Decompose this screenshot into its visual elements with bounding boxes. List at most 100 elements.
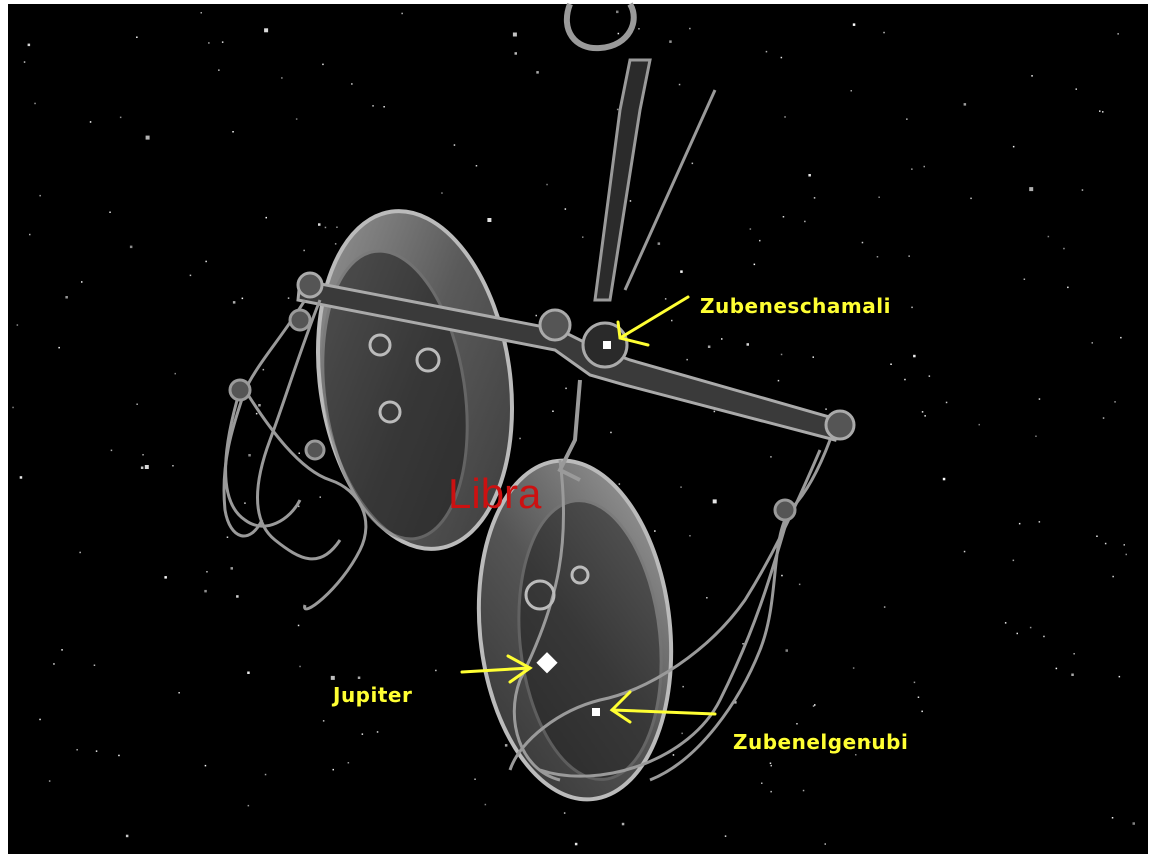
background-star bbox=[761, 783, 763, 785]
background-star bbox=[686, 359, 688, 361]
background-star bbox=[617, 109, 619, 111]
background-star bbox=[331, 676, 335, 680]
background-star bbox=[487, 218, 491, 222]
background-star bbox=[692, 163, 694, 165]
background-star bbox=[322, 64, 324, 66]
background-star bbox=[1099, 110, 1101, 112]
background-star bbox=[58, 347, 60, 349]
background-star bbox=[1030, 627, 1032, 629]
background-star bbox=[813, 356, 815, 358]
background-star bbox=[1114, 401, 1116, 403]
background-star bbox=[681, 733, 683, 735]
background-star bbox=[689, 28, 691, 30]
background-star bbox=[175, 373, 177, 375]
background-star bbox=[781, 354, 783, 356]
background-star bbox=[96, 750, 98, 752]
background-star bbox=[721, 338, 723, 340]
background-star bbox=[401, 13, 403, 15]
background-star bbox=[1067, 287, 1069, 289]
background-star bbox=[281, 77, 283, 79]
background-star bbox=[682, 686, 684, 688]
background-star bbox=[890, 364, 892, 366]
background-star bbox=[118, 755, 120, 757]
background-star bbox=[141, 467, 144, 470]
background-star bbox=[201, 12, 203, 14]
background-star bbox=[1063, 248, 1065, 250]
background-star bbox=[714, 411, 716, 413]
background-star bbox=[190, 275, 192, 277]
background-star bbox=[1013, 560, 1015, 562]
background-star bbox=[146, 136, 150, 140]
background-star bbox=[20, 476, 23, 479]
background-star bbox=[638, 28, 640, 30]
background-star bbox=[1039, 521, 1041, 523]
background-star bbox=[784, 116, 786, 118]
background-star bbox=[689, 535, 691, 537]
background-star bbox=[1126, 554, 1128, 556]
background-star bbox=[853, 23, 856, 26]
background-star bbox=[908, 255, 910, 257]
background-star bbox=[803, 790, 805, 792]
background-star bbox=[12, 407, 14, 409]
background-star bbox=[90, 121, 92, 123]
background-star bbox=[333, 769, 335, 771]
background-star bbox=[781, 57, 783, 59]
background-star bbox=[536, 71, 539, 74]
background-star bbox=[770, 456, 772, 458]
background-star bbox=[205, 261, 207, 263]
background-star bbox=[247, 672, 250, 675]
background-star bbox=[441, 192, 443, 194]
background-star bbox=[564, 812, 566, 814]
background-star bbox=[244, 502, 246, 504]
background-star bbox=[781, 575, 783, 577]
background-star bbox=[618, 33, 620, 35]
background-star bbox=[804, 221, 806, 223]
background-star bbox=[303, 250, 305, 252]
background-star bbox=[673, 754, 675, 756]
background-star bbox=[671, 320, 673, 322]
background-star bbox=[918, 697, 920, 699]
background-star bbox=[708, 346, 711, 349]
background-star bbox=[552, 411, 554, 413]
background-star bbox=[336, 227, 338, 229]
background-star bbox=[964, 103, 967, 106]
background-star bbox=[877, 256, 879, 258]
background-star bbox=[1112, 817, 1114, 819]
background-star bbox=[232, 131, 234, 133]
background-star bbox=[855, 754, 857, 756]
background-star bbox=[1017, 633, 1019, 635]
background-star bbox=[351, 83, 353, 85]
background-star bbox=[658, 242, 661, 245]
background-star bbox=[172, 465, 174, 467]
background-star bbox=[1117, 33, 1119, 35]
background-star bbox=[713, 499, 717, 503]
background-star bbox=[610, 432, 612, 434]
background-star bbox=[348, 762, 350, 764]
background-star bbox=[665, 298, 667, 300]
background-star bbox=[742, 643, 744, 645]
zubeneschamali-label: Zubeneschamali bbox=[700, 294, 891, 318]
background-star bbox=[862, 242, 864, 244]
background-star bbox=[884, 606, 886, 608]
background-star bbox=[619, 483, 621, 485]
background-star bbox=[505, 744, 508, 747]
background-star bbox=[770, 791, 772, 793]
background-star bbox=[299, 666, 301, 668]
background-star bbox=[883, 32, 885, 34]
background-star bbox=[825, 843, 827, 845]
background-star bbox=[911, 307, 913, 309]
background-star bbox=[320, 496, 322, 498]
background-star bbox=[1043, 636, 1045, 638]
background-star bbox=[265, 774, 267, 776]
background-star bbox=[325, 227, 327, 229]
background-star bbox=[1096, 536, 1098, 538]
background-star bbox=[1133, 822, 1136, 825]
background-star bbox=[231, 567, 234, 570]
background-star bbox=[814, 197, 816, 199]
background-star bbox=[233, 301, 236, 304]
background-star bbox=[94, 665, 96, 667]
background-star bbox=[61, 649, 63, 651]
background-star bbox=[258, 404, 261, 407]
background-star bbox=[248, 805, 250, 807]
